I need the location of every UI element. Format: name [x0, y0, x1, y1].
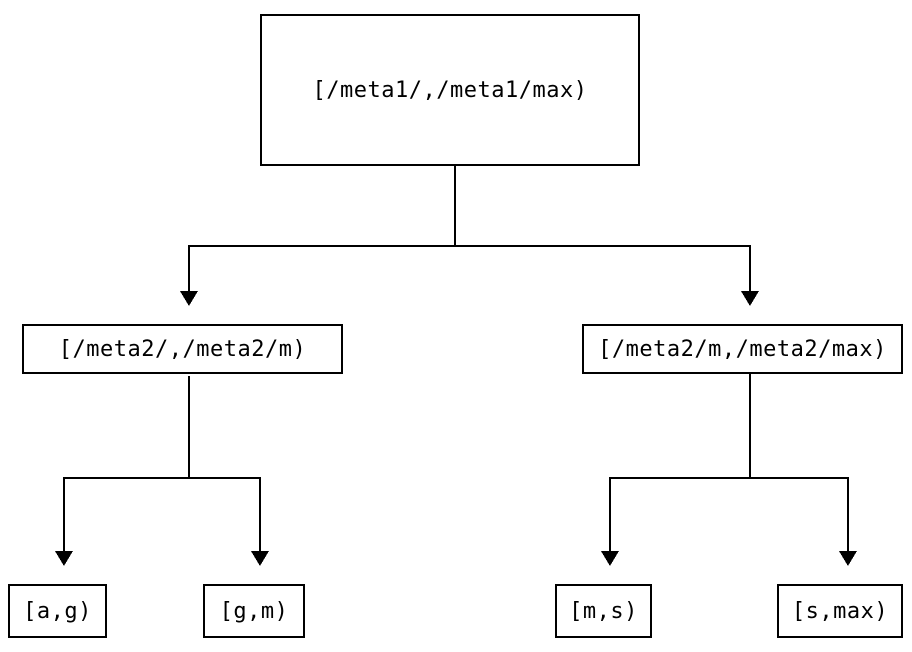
arrowhead-leaf-gm — [251, 551, 269, 566]
node-right-child: [/meta2/m,/meta2/max) — [582, 324, 903, 374]
node-leaf-smax: [s,max) — [777, 584, 903, 638]
node-root: [/meta1/,/meta1/max) — [260, 14, 640, 166]
node-leaf-ms: [m,s) — [555, 584, 652, 638]
arrowhead-leaf-ms — [601, 551, 619, 566]
arrowhead-left-child — [180, 291, 198, 306]
arrowhead-right-child — [741, 291, 759, 306]
node-leaf-ag: [a,g) — [8, 584, 107, 638]
node-leaf-gm: [g,m) — [203, 584, 305, 638]
arrowhead-leaf-ag — [55, 551, 73, 566]
node-left-child: [/meta2/,/meta2/m) — [22, 324, 343, 374]
arrowhead-leaf-smax — [839, 551, 857, 566]
